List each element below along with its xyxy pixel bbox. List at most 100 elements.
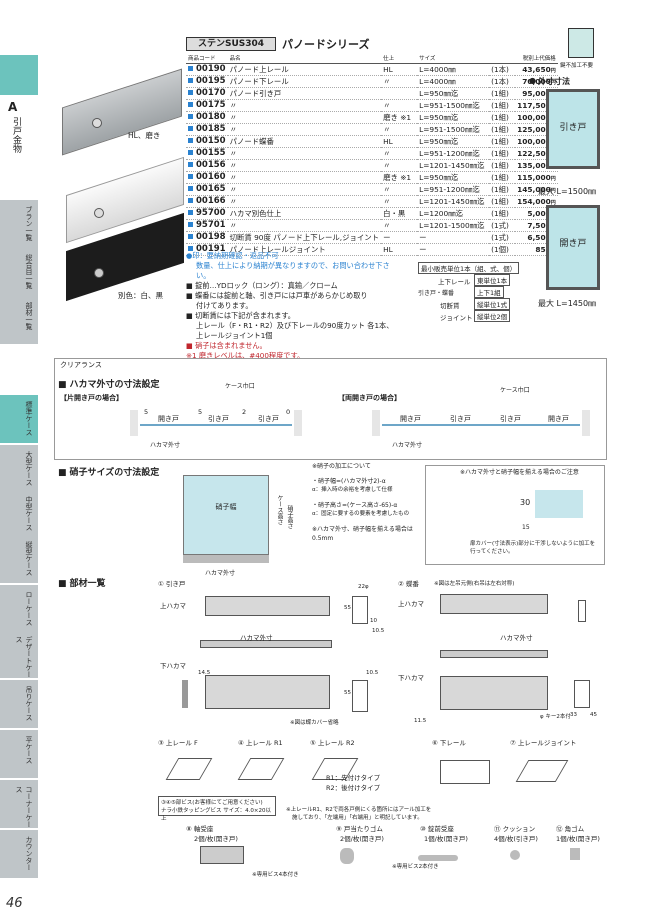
r2-note: R2：後付けタイプ bbox=[326, 784, 381, 792]
upper-section bbox=[352, 596, 368, 624]
hinged-door-label: 開き戸 bbox=[559, 239, 587, 249]
product-code: 00195 bbox=[196, 76, 226, 86]
key-icon-caption: 鍵不加工不要 bbox=[560, 63, 594, 69]
section-letter: A bbox=[8, 100, 18, 114]
sliding-case-label: 【片開き戸の場合】 bbox=[60, 394, 123, 402]
product-code: 95700 bbox=[196, 208, 226, 218]
cell-name: 切断賃 90度 パノード上下レール,ジョイント bbox=[227, 231, 382, 244]
cover-note: 扉カバー(寸法表示)部分に干渉しないように加工を行ってください。 bbox=[470, 541, 596, 555]
part-8-label: ⑧ 軸受座 bbox=[186, 825, 214, 833]
sliding-label: 引き戸 bbox=[208, 415, 229, 423]
sidebar-tab-11[interactable]: コーナーケース bbox=[0, 780, 38, 830]
cell-name: 〃 bbox=[227, 99, 382, 112]
price-value: 100,000 bbox=[517, 136, 551, 146]
exterior-title: 外寸寸法 bbox=[538, 77, 570, 86]
overlap-note: ※ハカマ外寸と硝子幅を揃える場合のご注意 bbox=[460, 469, 579, 476]
table-row: 00175〃〃L=951-1500㎜迄(1組)117,500円 bbox=[186, 99, 558, 112]
lock-icon bbox=[94, 208, 104, 218]
part-10-label: ⑩ 錠前受座 bbox=[420, 825, 454, 833]
product-code: 00156 bbox=[196, 160, 226, 170]
sidebar-tab-1[interactable]: 総合目一覧 bbox=[0, 248, 38, 298]
sidebar-tab-9[interactable]: 吊りケース bbox=[0, 680, 38, 730]
sidebar-tab-12[interactable]: カウンター bbox=[0, 830, 38, 880]
dim-22: 22φ bbox=[358, 584, 369, 590]
table-row: 00166〃〃L=1201-1450㎜迄(1組)154,000円 bbox=[186, 195, 558, 208]
price-value: 115,000 bbox=[517, 172, 551, 182]
cell-name: 〃 bbox=[227, 123, 382, 136]
min-unit-title: 最小販売単位1本（組、式、個） bbox=[418, 262, 520, 274]
sidebar-tab-5[interactable]: 中型ケース bbox=[0, 490, 38, 540]
col-price: 税別上代価格 bbox=[515, 54, 558, 64]
dim-10-5: 10.5 bbox=[366, 670, 379, 676]
pin-note: ※図は蝶カバー省略 bbox=[290, 720, 339, 726]
price-value: 125,000 bbox=[517, 124, 551, 134]
dim-55: 55 bbox=[344, 605, 351, 611]
sliding-label: 引き戸 bbox=[450, 415, 471, 423]
part-2-label: ② 蝶番 bbox=[398, 580, 419, 588]
bullet-icon bbox=[188, 66, 193, 71]
dim-33: 33 bbox=[570, 712, 577, 718]
sidebar-tab-4[interactable]: 大型ケース bbox=[0, 445, 38, 495]
case-height-label: ケース高さ bbox=[276, 495, 283, 525]
dim-10-5: 10.5 bbox=[372, 628, 385, 634]
dim-10: 10 bbox=[370, 618, 377, 624]
material-tag: ステンSUS304 bbox=[186, 37, 276, 51]
door-label: 開き戸 bbox=[548, 415, 569, 423]
product-code: 00198 bbox=[196, 232, 226, 242]
side-panel bbox=[372, 410, 380, 436]
lower-section bbox=[352, 680, 368, 712]
sidebar-tab-3[interactable]: 標準ケース bbox=[0, 395, 38, 445]
table-row: 00156〃〃L=1201-1450㎜迄(1組)135,000円 bbox=[186, 159, 558, 172]
sidebar-tab-8[interactable]: デザートケース bbox=[0, 630, 38, 680]
cell-unit: (1組) bbox=[489, 87, 516, 100]
upper-hakama-drawing bbox=[205, 596, 330, 616]
cell-size: L=4000㎜ bbox=[417, 75, 490, 88]
cell-size: ー bbox=[417, 231, 490, 244]
part-10-qty: 1個/枚(開き戸) bbox=[424, 835, 468, 843]
sidebar-tab-10[interactable]: 平ケース bbox=[0, 730, 38, 780]
min-unit-label: ジョイント bbox=[440, 314, 473, 322]
dim-30: 30 bbox=[520, 498, 531, 507]
rail-note-2: 施しており、「左端用」「右端用」と明記しています。 bbox=[292, 815, 423, 821]
cell-size: L=951-1200㎜迄 bbox=[417, 147, 490, 160]
glass-diagram: 硝子幅 bbox=[183, 475, 269, 555]
sidebar-tab-6[interactable]: 縦型ケース bbox=[0, 535, 38, 585]
cell-finish: 〃 bbox=[381, 183, 418, 196]
bullet-icon bbox=[188, 162, 193, 167]
sidebar-tab-0[interactable]: ブラン一覧 bbox=[0, 200, 38, 250]
table-row: 00185〃〃L=951-1500㎜迄(1組)125,000円 bbox=[186, 123, 558, 136]
product-code: 00180 bbox=[196, 112, 226, 122]
hinged-door-max: 最大 L=1450㎜ bbox=[538, 299, 597, 308]
sidebar-tab-2[interactable]: 部材一覧 bbox=[0, 296, 38, 346]
sidebar-tab-7[interactable]: ローケース bbox=[0, 585, 38, 635]
cell-unit: (1組) bbox=[489, 183, 516, 196]
sliding-door-label: 引き戸 bbox=[559, 123, 587, 133]
cell-size: L=1201-1500㎜迄 bbox=[417, 219, 490, 232]
lower-rail-drawing bbox=[440, 760, 490, 784]
joint-drawing bbox=[515, 760, 569, 782]
price-value: 850 bbox=[535, 244, 551, 254]
product-photo-hl bbox=[62, 68, 182, 156]
col-code: 商品コード bbox=[186, 54, 228, 64]
cell-size: ー bbox=[417, 243, 490, 256]
product-code: 00155 bbox=[196, 148, 226, 158]
hinge-lower-drawing bbox=[440, 676, 548, 710]
cell-size: L=4000㎜ bbox=[417, 63, 490, 76]
part-4-label: ④ 上レール R1 bbox=[238, 739, 283, 747]
bullet-icon bbox=[188, 234, 193, 239]
product-code: 00175 bbox=[196, 100, 226, 110]
upper-hakama-label: 上ハカマ bbox=[398, 600, 424, 608]
product-code: 00165 bbox=[196, 184, 226, 194]
cell-finish: 〃 bbox=[381, 219, 418, 232]
lower-hakama-bar bbox=[183, 555, 269, 563]
part-9-label: ⑨ 戸当たりゴム bbox=[336, 825, 383, 833]
cell-size: L=950㎜迄 bbox=[417, 171, 490, 184]
price-value: 70,000 bbox=[522, 76, 551, 86]
cell-finish: 〃 bbox=[381, 159, 418, 172]
lock-icon bbox=[92, 118, 102, 128]
cell-finish: HL bbox=[381, 243, 418, 256]
cell-finish: 白・黒 bbox=[381, 207, 418, 220]
price-value: 117,500 bbox=[517, 100, 551, 110]
